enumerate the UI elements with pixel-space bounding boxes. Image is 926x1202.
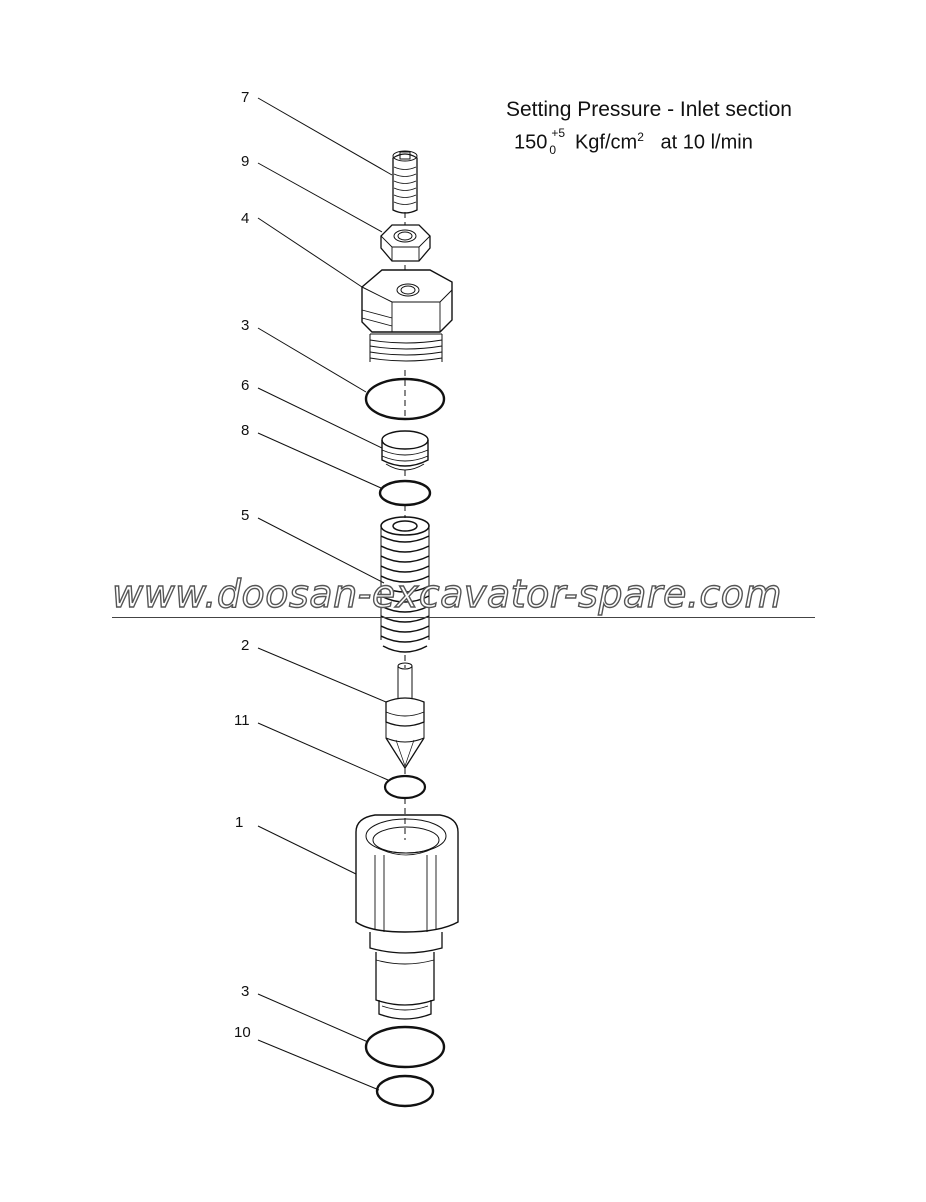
poppet-2 <box>385 662 425 770</box>
tolerance-lower: 0 <box>549 143 557 157</box>
leader-line-8 <box>257 432 382 489</box>
leader-line-7 <box>257 97 393 176</box>
callout-3-bottom: 3 <box>241 983 250 1000</box>
callout-5: 5 <box>241 507 250 524</box>
callout-8: 8 <box>241 422 250 439</box>
watermark-underline <box>112 617 815 618</box>
leader-line-10 <box>257 1039 380 1091</box>
leader-line-3-top <box>257 327 367 393</box>
callout-6: 6 <box>241 377 250 394</box>
watermark-text: www.doosan-excavator-spare.com <box>111 571 783 616</box>
plug-4 <box>361 269 453 362</box>
leader-line-2 <box>257 647 387 703</box>
setting-pressure-title: Setting Pressure - Inlet section <box>506 98 792 121</box>
o-ring-3-bottom <box>364 1025 446 1069</box>
tolerance-upper: +5 <box>551 126 566 140</box>
callout-11: 11 <box>234 712 250 729</box>
callout-1: 1 <box>235 814 244 831</box>
leader-line-5 <box>257 517 385 584</box>
leader-line-1 <box>257 825 357 875</box>
callout-9: 9 <box>241 153 250 170</box>
o-ring-8 <box>378 479 432 507</box>
flow-rate: at 10 l/min <box>660 131 753 154</box>
backup-ring-10 <box>375 1074 435 1108</box>
set-screw-7 <box>392 150 418 214</box>
callout-2: 2 <box>241 637 250 654</box>
leader-line-9 <box>257 162 383 233</box>
pressure-unit: Kgf/cm <box>574 131 638 154</box>
leader-line-6 <box>257 387 383 449</box>
callout-4: 4 <box>241 210 250 227</box>
hex-nut-9 <box>380 224 431 262</box>
leader-line-3-bottom <box>257 993 369 1043</box>
leader-line-4 <box>257 217 363 288</box>
o-ring-3-top <box>364 377 446 421</box>
callout-7: 7 <box>241 89 250 106</box>
callout-3-top: 3 <box>241 317 250 334</box>
poppet-seat-6 <box>381 430 429 471</box>
pressure-value: 150 <box>514 131 548 154</box>
o-ring-11 <box>383 774 427 800</box>
callout-10: 10 <box>234 1024 251 1041</box>
spring-5 <box>380 516 430 653</box>
leader-line-11 <box>257 722 389 781</box>
unit-exponent: 2 <box>637 130 644 144</box>
valve-body-1 <box>355 814 459 1020</box>
